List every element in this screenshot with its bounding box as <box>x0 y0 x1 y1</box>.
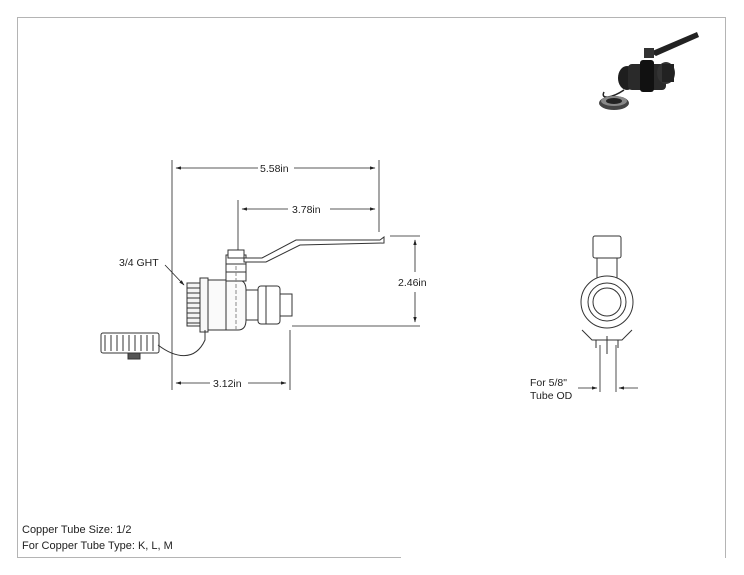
hose-cap <box>100 330 206 360</box>
hex-nut <box>199 277 209 333</box>
isometric-thumbnail <box>599 32 699 110</box>
frame-border-bottom <box>17 557 401 558</box>
lever-handle <box>243 236 385 263</box>
dim-thread-to-press: 3.12in <box>213 378 242 390</box>
dim-overall-length: 5.58in <box>260 163 289 175</box>
tube-od-dimension <box>578 345 638 392</box>
dimension-lines <box>164 160 420 390</box>
tube-od-label-line2: Tube OD <box>530 390 573 402</box>
valve-body <box>207 279 247 331</box>
valve-end-view <box>580 235 634 354</box>
note-tube-size: Copper Tube Size: 1/2 <box>22 524 132 536</box>
frame-border-top <box>17 17 726 18</box>
press-collar <box>245 289 259 321</box>
note-tube-type: For Copper Tube Type: K, L, M <box>22 540 173 552</box>
thread-callout: 3/4 GHT <box>119 257 159 269</box>
end-view-handle-top <box>592 235 622 259</box>
tube-od-label-line1: For 5/8" <box>530 377 567 389</box>
valve-side-view <box>186 236 385 333</box>
dim-height: 2.46in <box>398 277 427 289</box>
frame-border-left <box>17 17 18 558</box>
threaded-end <box>186 282 201 327</box>
dim-handle-length: 3.78in <box>292 204 321 216</box>
frame-border-right <box>725 17 726 558</box>
tube-stub <box>279 293 293 317</box>
